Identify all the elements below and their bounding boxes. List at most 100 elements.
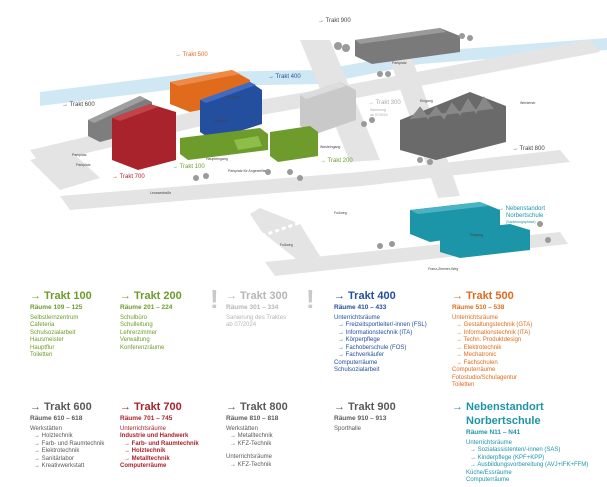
list-item: Computerräume xyxy=(120,463,167,470)
trees xyxy=(193,33,551,249)
list-item: Konferenzräume xyxy=(120,344,165,351)
label-trakt-300-note2: ab 07/2024 xyxy=(370,113,388,117)
section-title: → Trakt 600 xyxy=(30,401,92,413)
label-strasse-bottom: Franz-Zimmer-Weg xyxy=(428,267,458,271)
list-item: → Elektrotechnik xyxy=(456,344,502,351)
list-item: → Informationstechnik (ITA) xyxy=(456,329,531,336)
list-item: Lehrerzimmer xyxy=(120,329,158,336)
list-item: Industrie und Handwerk xyxy=(120,433,189,440)
label-norbertschule-3: (Sanierungsphase) xyxy=(506,220,536,224)
list-item: → Kreativwerkstatt xyxy=(34,463,85,470)
list-item: → Freizeitsportleiter/-innen (FSL) xyxy=(338,322,427,329)
section-title: → Trakt 100 xyxy=(30,290,92,302)
list-item: → Metalltechnik xyxy=(124,455,170,462)
section-title: → Nebenstandort xyxy=(452,401,544,413)
list-item: → Sozialassistenten/-innen (SAS) xyxy=(470,447,561,454)
label-trakt-300: → Trakt 300 xyxy=(368,100,401,106)
section-trakt-200: → Trakt 200 Räume 201 – 224 Schulbüro Sc… xyxy=(120,290,182,352)
section-rooms: Räume 301 – 334 xyxy=(226,303,279,311)
list-item: Sporthalle xyxy=(334,425,362,432)
label-fussweg-2: Fußweg xyxy=(334,211,347,215)
building-trakt-700 xyxy=(112,104,176,170)
label-trakt-900: → Trakt 900 xyxy=(318,18,351,24)
list-item: Schulsozialarbeit xyxy=(30,329,76,336)
section-rooms: Räume N11 – N41 xyxy=(466,428,521,436)
label-trakt-600: → Trakt 600 xyxy=(62,102,95,108)
list-item: Schulsozialarbeit xyxy=(334,367,380,374)
list-item: Sanierung des Traktes xyxy=(226,314,287,321)
list-item: Unterrichtsräume xyxy=(226,454,273,461)
label-parkplatz-angestellte: Parkplatz für Angestellte xyxy=(228,169,266,173)
section-trakt-900: → Trakt 900 Räume 910 – 913 Sporthalle xyxy=(334,401,396,433)
warning-mark-right: ! xyxy=(306,284,315,314)
list-item: Unterrichtsräume xyxy=(466,439,513,446)
section-trakt-400: → Trakt 400 Räume 410 – 433 Unterrichtsr… xyxy=(334,290,427,375)
building-trakt-100-200 xyxy=(180,126,318,162)
list-item: Fotostudio/Schulagentur xyxy=(452,374,518,381)
section-rooms: Räume 610 – 618 xyxy=(30,414,83,422)
section-trakt-600: → Trakt 600 Räume 610 – 618 Werkstätten … xyxy=(30,401,104,471)
list-item: Werkstätten xyxy=(30,425,62,432)
section-title-2: Norbertschule xyxy=(466,414,541,427)
label-parkplatz-3: Parkplatz xyxy=(392,61,407,65)
list-item: → Techn. Produktdesign xyxy=(456,337,522,344)
list-item: Computerräume xyxy=(466,477,510,484)
list-item: Schulbüro xyxy=(120,314,148,321)
section-rooms: Räume 701 – 745 xyxy=(120,414,173,422)
list-item: → Mechatronic xyxy=(456,352,497,359)
list-item: → Fachverkäufer xyxy=(338,352,385,359)
label-norbertschule-1: → Nebenstandort xyxy=(498,206,545,212)
section-title: → Trakt 500 xyxy=(452,290,514,302)
list-item: Hauptflur xyxy=(30,344,55,351)
section-trakt-100: → Trakt 100 Räume 109 – 125 Selbstlernze… xyxy=(30,290,92,360)
label-strasse-left: Leussestraße xyxy=(150,191,171,195)
section-title: → Trakt 400 xyxy=(334,290,396,302)
section-trakt-700: → Trakt 700 Räume 701 – 745 Unterrichtsr… xyxy=(120,401,199,471)
warning-mark-left: ! xyxy=(210,284,219,314)
section-rooms: Räume 410 – 433 xyxy=(334,303,387,311)
list-item: → Sanitärlabor xyxy=(34,455,75,462)
list-item: → Ausbildungsvorbereitung (AVJ+IFK+FFM) xyxy=(470,462,589,469)
list-item: → Elektrotechnik xyxy=(34,448,80,455)
label-trakt-800: → Trakt 800 xyxy=(512,146,545,152)
label-trakt-300-note1: Sanierung xyxy=(370,108,386,112)
list-item: → Fachoberschule (FOS) xyxy=(338,344,407,351)
list-item: Unterrichtsräume xyxy=(334,314,381,321)
list-item: → KFZ-Technik xyxy=(230,440,272,447)
list-item: → Informationstechnik (ITA) xyxy=(338,329,413,336)
label-trakt-700: → Trakt 700 xyxy=(112,174,145,180)
list-item: → Farb- und Raumtechnik xyxy=(124,440,199,447)
building-trakt-400 xyxy=(200,82,262,140)
list-item: Küche/Essräume xyxy=(466,469,512,476)
list-item: Computerräume xyxy=(334,359,378,366)
list-item: → Kinderpflege (KPF+KPP) xyxy=(470,454,545,461)
list-item: Verwaltung xyxy=(120,337,150,344)
list-item: Selbstlernzentrum xyxy=(30,314,79,321)
section-rooms: Räume 910 – 913 xyxy=(334,414,387,422)
label-haupteingang: Haupteingang xyxy=(206,157,228,161)
list-item: Hausmeister xyxy=(30,337,64,344)
label-fussweg: Fußweg xyxy=(280,243,293,247)
list-item: → Holztechnik xyxy=(34,433,73,440)
section-trakt-800: → Trakt 800 Räume 810 – 818 Werkstätten … xyxy=(226,401,288,469)
label-parkplatz-1: Parkplatz xyxy=(72,153,87,157)
list-item: Cafeteria xyxy=(30,322,55,329)
list-item: → Holztechnik xyxy=(124,448,166,455)
section-title: → Trakt 800 xyxy=(226,401,288,413)
label-trakt-200: → Trakt 200 xyxy=(320,158,353,164)
list-item: Computerräume xyxy=(452,367,496,374)
list-item: → Metalltechnik xyxy=(230,433,273,440)
label-innenhof: Innenhof xyxy=(214,119,228,123)
section-trakt-500: → Trakt 500 Räume 510 – 538 Unterrichtsr… xyxy=(452,290,532,390)
label-eingang: Eingang xyxy=(226,95,239,99)
building-norbertschule xyxy=(410,202,530,258)
list-item: → Gestaltungstechnik (GTA) xyxy=(456,322,533,329)
list-item: Schulleitung xyxy=(120,322,153,329)
list-item: → Fachschulen xyxy=(456,359,498,366)
list-item: Toiletten xyxy=(452,382,475,389)
list-item: ab 07/2024 xyxy=(226,322,257,329)
section-rooms: Räume 810 – 818 xyxy=(226,414,279,422)
label-trakt-500: → Trakt 500 xyxy=(175,52,208,58)
building-trakt-800 xyxy=(400,92,506,160)
label-eingang-aussen: Eingang xyxy=(420,99,433,103)
